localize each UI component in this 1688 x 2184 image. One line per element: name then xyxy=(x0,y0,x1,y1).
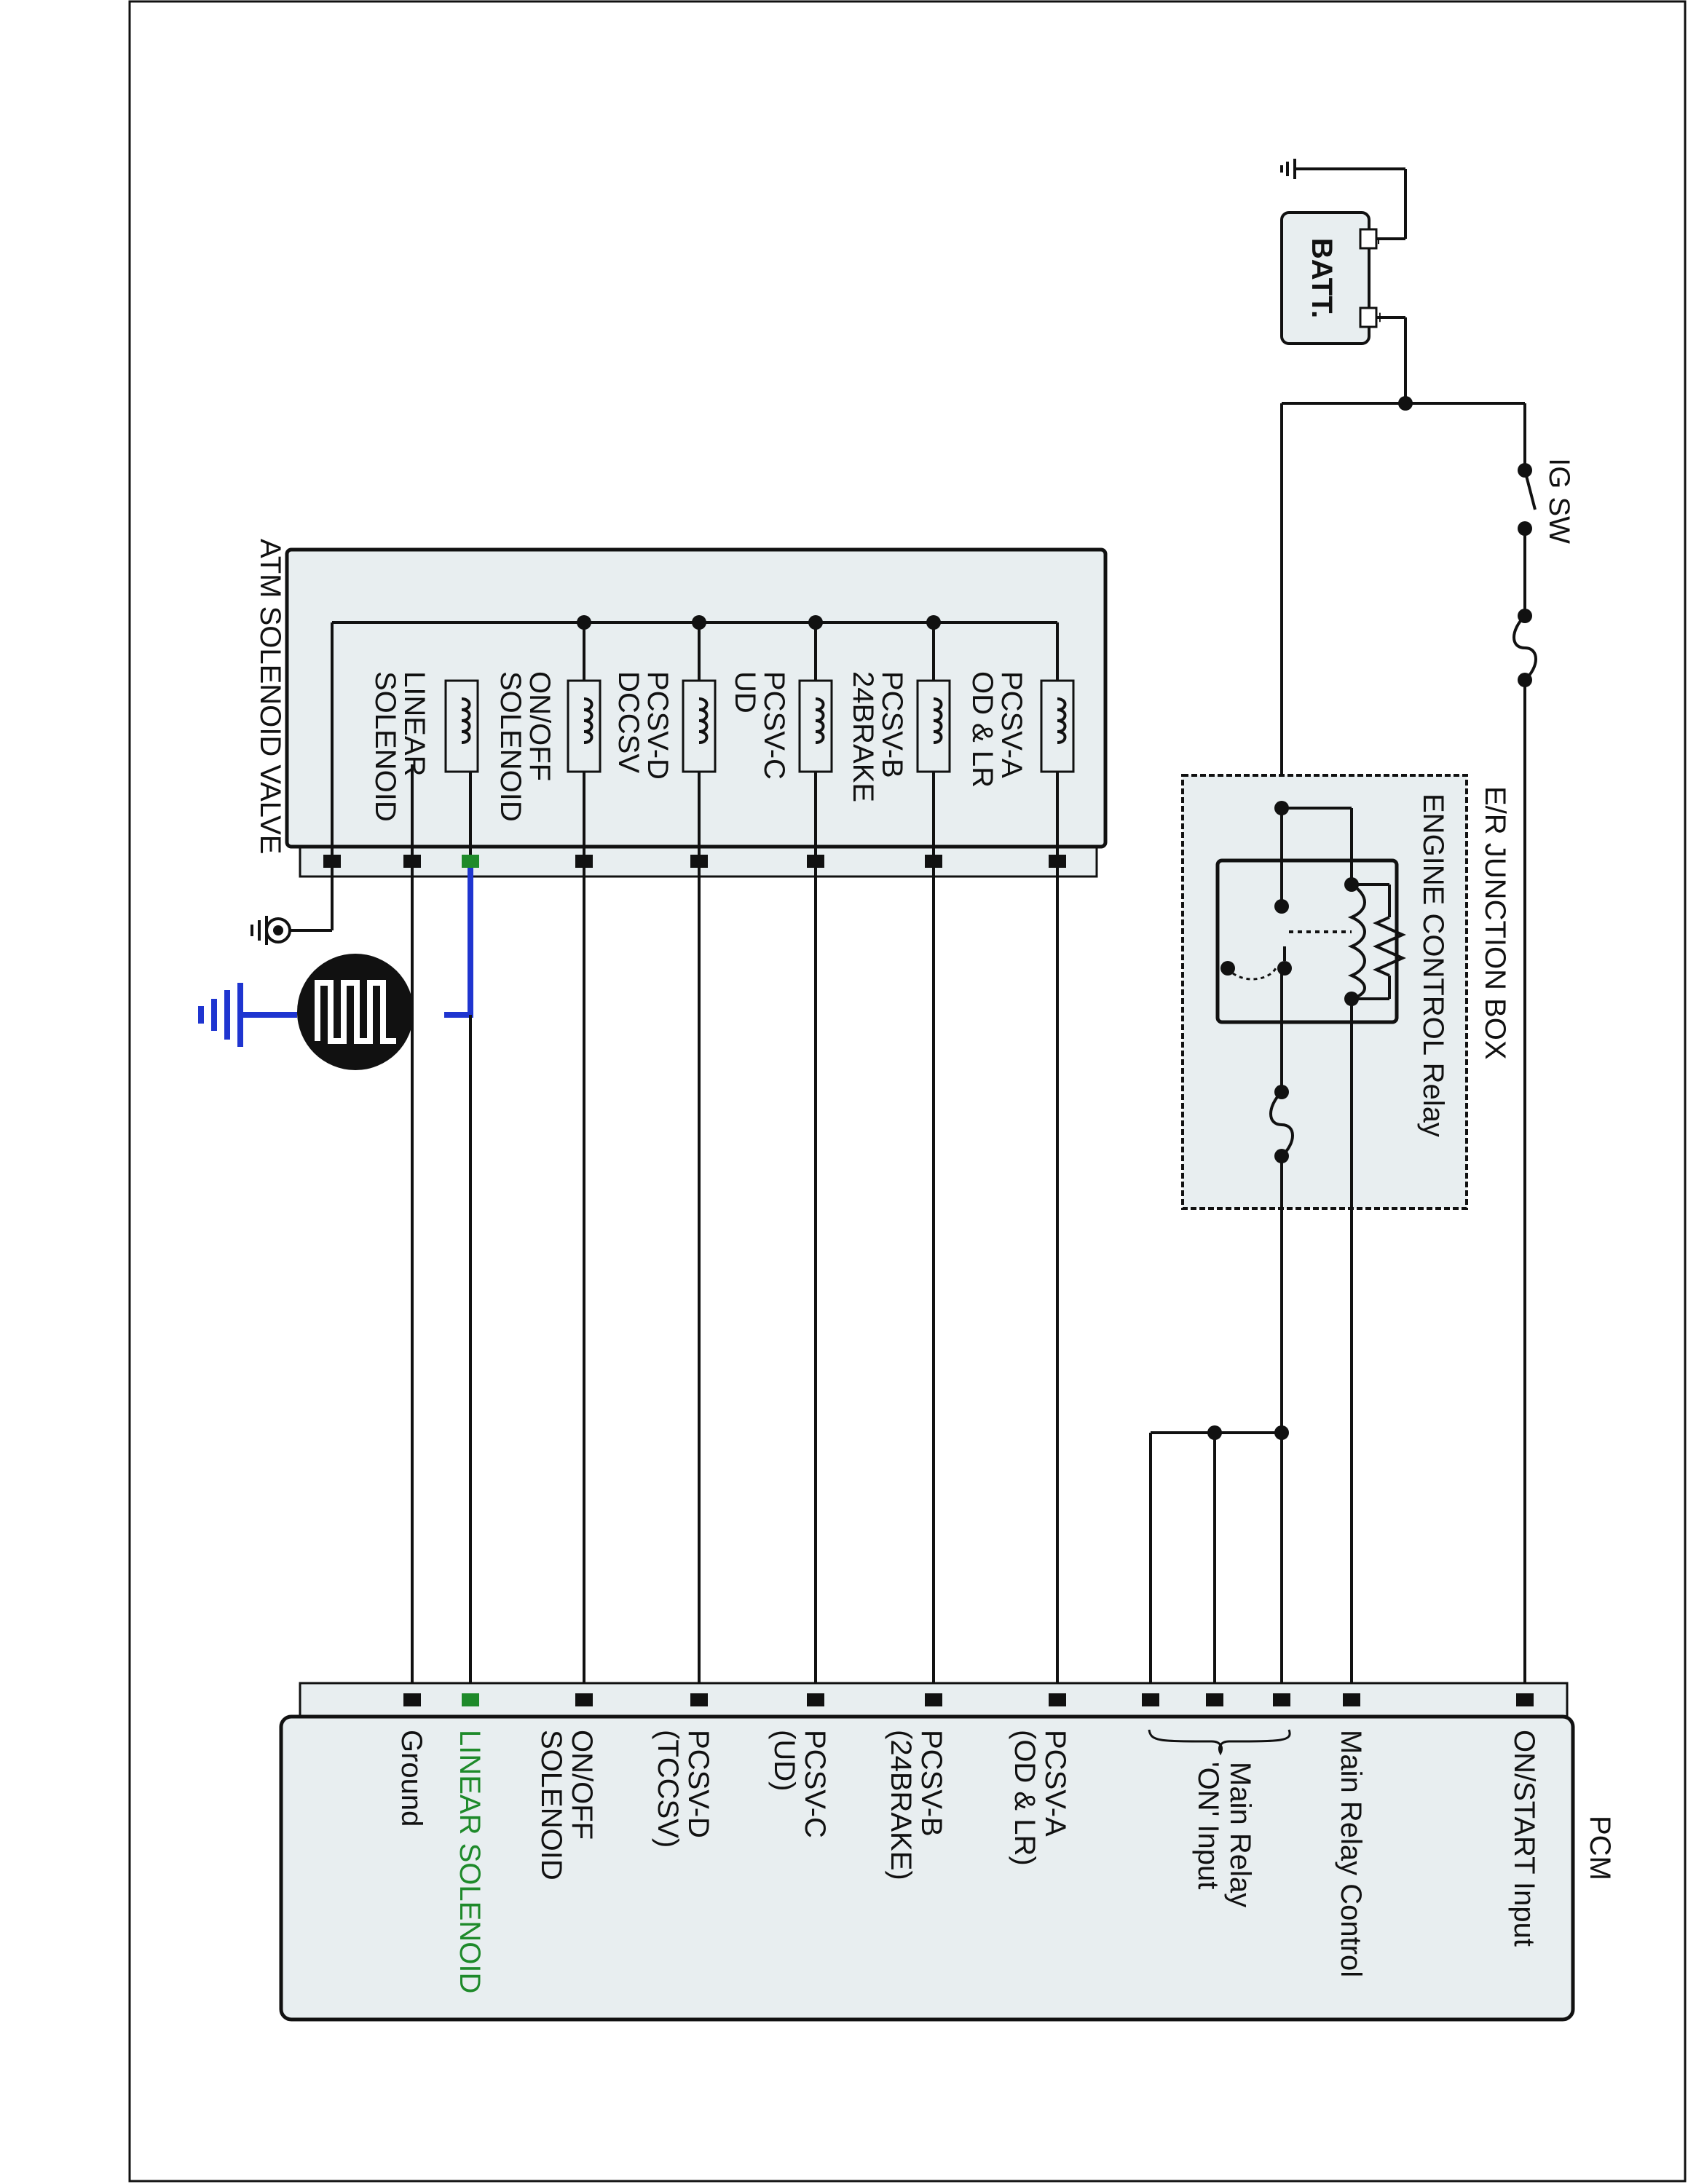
pcm-pin-pcsv-a-2: (OD & LR) xyxy=(1009,1730,1041,1866)
coil-onoff-line2: SOLENOID xyxy=(494,671,526,822)
pcm-pin-pcsv-d-2: (TCCSV) xyxy=(652,1730,684,1848)
pcm-pin-pcsv-d-1: PCSV-D xyxy=(682,1730,714,1838)
coil-b-line2: 24BRAKE xyxy=(847,671,879,802)
pcm-pin-ground: Ground xyxy=(395,1730,427,1827)
coil-a-line2: OD & LR xyxy=(966,671,998,788)
engine-control-relay xyxy=(1215,858,1399,1024)
pcm-pin-pcsv-b-1: PCSV-B xyxy=(915,1730,947,1837)
coil-d-line2: DCCSV xyxy=(612,671,644,773)
battery-ground-symbol xyxy=(1280,159,1405,179)
coil-linear: LINEAR SOLENOID xyxy=(369,671,479,863)
coil-pcsv-c: PCSV-C UD xyxy=(729,615,833,863)
pcm-pin-main-relay-on-2: 'ON' Input xyxy=(1192,1762,1224,1889)
valve-ground-icon xyxy=(251,868,334,945)
battery-label: BATT. xyxy=(1306,238,1338,318)
coil-linear-line1: LINEAR xyxy=(398,671,430,777)
pcm-pin-pcsv-c-1: PCSV-C xyxy=(799,1730,831,1838)
coil-pcsv-d: PCSV-D DCCSV xyxy=(612,615,717,863)
pcm-pin-pcsv-c-2: (UD) xyxy=(768,1730,800,1791)
pcm-module: PCM xyxy=(279,1682,1616,2022)
pcm-pin-onoff-1: ON/OFF xyxy=(566,1730,598,1840)
pcm-title: PCM xyxy=(1584,1816,1616,1880)
relay-label: ENGINE CONTROL Relay xyxy=(1417,794,1449,1137)
page-frame xyxy=(128,0,1687,2183)
pcm-pin-pcsv-b-2: (24BRAKE) xyxy=(885,1730,917,1880)
pcm-pin-main-relay-control: Main Relay Control xyxy=(1335,1730,1367,1977)
pcm-pin-linear: LINEAR SOLENOID xyxy=(454,1730,486,1993)
pcm-pin-pcsv-a-1: PCSV-A xyxy=(1039,1730,1071,1837)
pcm-connector-pins xyxy=(403,1693,1534,1706)
coil-d-line1: PCSV-D xyxy=(642,671,674,780)
main-relay-on-branch xyxy=(1149,1425,1289,1699)
battery-minus: - xyxy=(1369,239,1391,245)
coil-c-line1: PCSV-C xyxy=(758,671,790,780)
ig-switch-label: IG SW xyxy=(1543,458,1575,544)
linear-solenoid-highlight xyxy=(198,868,473,1699)
coil-pcsv-a: PCSV-A OD & LR xyxy=(966,671,1075,788)
solenoid-valve-title: ATM SOLENOID VALVE xyxy=(254,539,286,854)
coil-c-line2: UD xyxy=(729,671,761,713)
main-relay-brace-icon xyxy=(1148,1729,1291,1756)
coil-b-line1: PCSV-B xyxy=(876,671,908,778)
valve-connector-pins xyxy=(323,855,1066,868)
pcm-pin-onoff-2: SOLENOID xyxy=(535,1730,567,1880)
pcm-pin-on-start: ON/START Input xyxy=(1508,1730,1540,1947)
coil-a-line1: PCSV-A xyxy=(995,671,1028,778)
coil-linear-line2: SOLENOID xyxy=(369,671,401,822)
ig-switch xyxy=(1518,463,1537,536)
ig-fuse xyxy=(1513,609,1537,687)
coil-pcsv-b: PCSV-B 24BRAKE xyxy=(847,615,951,863)
battery: - + BATT. xyxy=(1280,211,1391,345)
pcm-pin-main-relay-on-1: Main Relay xyxy=(1224,1762,1256,1907)
er-junction-box: E/R JUNCTION BOX ENGINE CONTROL Relay xyxy=(1181,774,1511,1210)
coil-onoff-line1: ON/OFF xyxy=(524,671,556,781)
junction-box-title: E/R JUNCTION BOX xyxy=(1479,786,1511,1060)
coil-onoff: ON/OFF SOLENOID xyxy=(494,615,602,863)
